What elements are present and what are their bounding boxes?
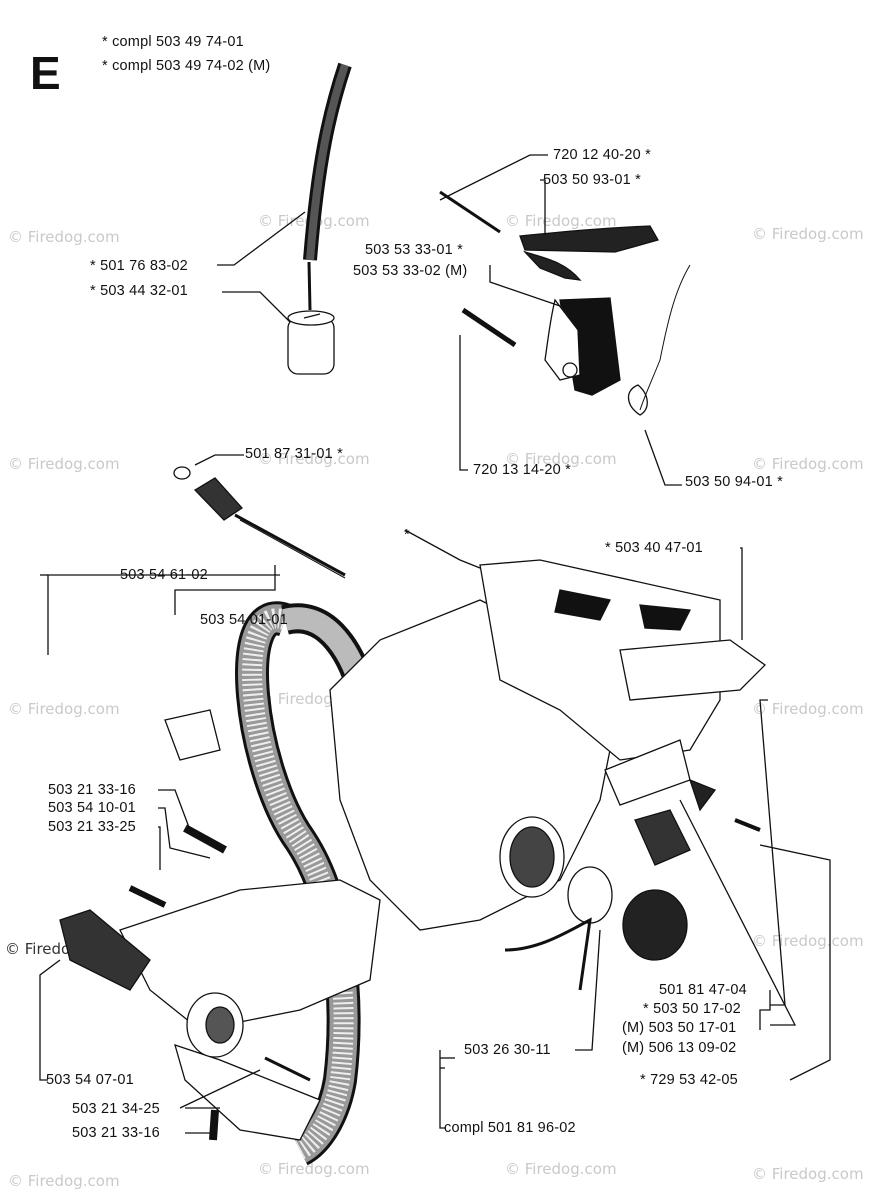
- part-label: (M) 503 50 17-01: [622, 1020, 737, 1036]
- part-label: (M) 506 13 09-02: [622, 1040, 737, 1056]
- part-label: 501 81 47-04: [659, 982, 747, 998]
- part-label: 503 54 61-02: [120, 567, 208, 583]
- section-letter: E: [30, 47, 61, 99]
- bumper-spike: [59, 909, 151, 991]
- fuel-hose: [303, 62, 352, 311]
- part-label: * 729 53 42-05: [640, 1072, 738, 1088]
- watermark: © Firedog.com: [752, 1165, 864, 1183]
- part-label: * 501 76 83-02: [90, 258, 188, 274]
- part-label: 720 13 14-20 *: [473, 462, 571, 478]
- watermark: © Firedog.com: [8, 455, 120, 473]
- part-label: * 503 44 32-01: [90, 283, 188, 299]
- watermark: © Firedog.com: [8, 700, 120, 718]
- adjuster-screw: [173, 466, 346, 579]
- watermark: © Firedog.com: [8, 228, 120, 246]
- part-label: 503 53 33-02 (M): [353, 263, 468, 279]
- fuel-filter: [287, 310, 335, 375]
- watermark: © Firedog.com: [8, 1172, 120, 1190]
- part-label: 503 26 30-11: [464, 1042, 551, 1058]
- watermark: © Firedog.com: [505, 450, 617, 468]
- watermark: © Firedog.com: [505, 1160, 617, 1178]
- part-label: 503 53 33-01 *: [365, 242, 463, 258]
- part-label: 501 87 31-01 *: [245, 446, 343, 462]
- part-label: 720 12 40-20 *: [553, 147, 651, 163]
- part-label: 503 54 01-01: [200, 612, 288, 628]
- part-label: 503 21 33-16: [48, 782, 136, 798]
- part-label: 503 54 10-01: [48, 800, 136, 816]
- header-line-1: * compl 503 49 74-01: [102, 34, 244, 50]
- part-label: *: [404, 527, 410, 543]
- watermark: © Firedog.com: [752, 455, 864, 473]
- watermark: © Firedog.com: [752, 700, 864, 718]
- throttle-trigger-parts: [439, 190, 691, 416]
- part-label: * 503 40 47-01: [605, 540, 703, 556]
- part-label: 503 50 93-01 *: [543, 172, 641, 188]
- header-line-2: * compl 503 49 74-02 (M): [102, 58, 271, 74]
- watermark: © Firedog.com: [258, 1160, 370, 1178]
- part-label: 503 54 07-01: [46, 1072, 134, 1088]
- chain-brake-base: [119, 879, 381, 1141]
- part-label: * 503 50 17-02: [643, 1001, 741, 1017]
- part-label: 503 21 34-25: [72, 1101, 160, 1117]
- watermark: © Firedog.com: [258, 450, 370, 468]
- part-label: 503 21 33-25: [48, 819, 136, 835]
- clutch-parts: [504, 778, 761, 991]
- watermark: © Firedog.com: [752, 225, 864, 243]
- part-label: 503 21 33-16: [72, 1125, 160, 1141]
- part-label: compl 501 81 96-02: [444, 1120, 576, 1136]
- part-label: 503 50 94-01 *: [685, 474, 783, 490]
- crankcase-body: [329, 559, 767, 931]
- watermark: © Firedog.com: [505, 212, 617, 230]
